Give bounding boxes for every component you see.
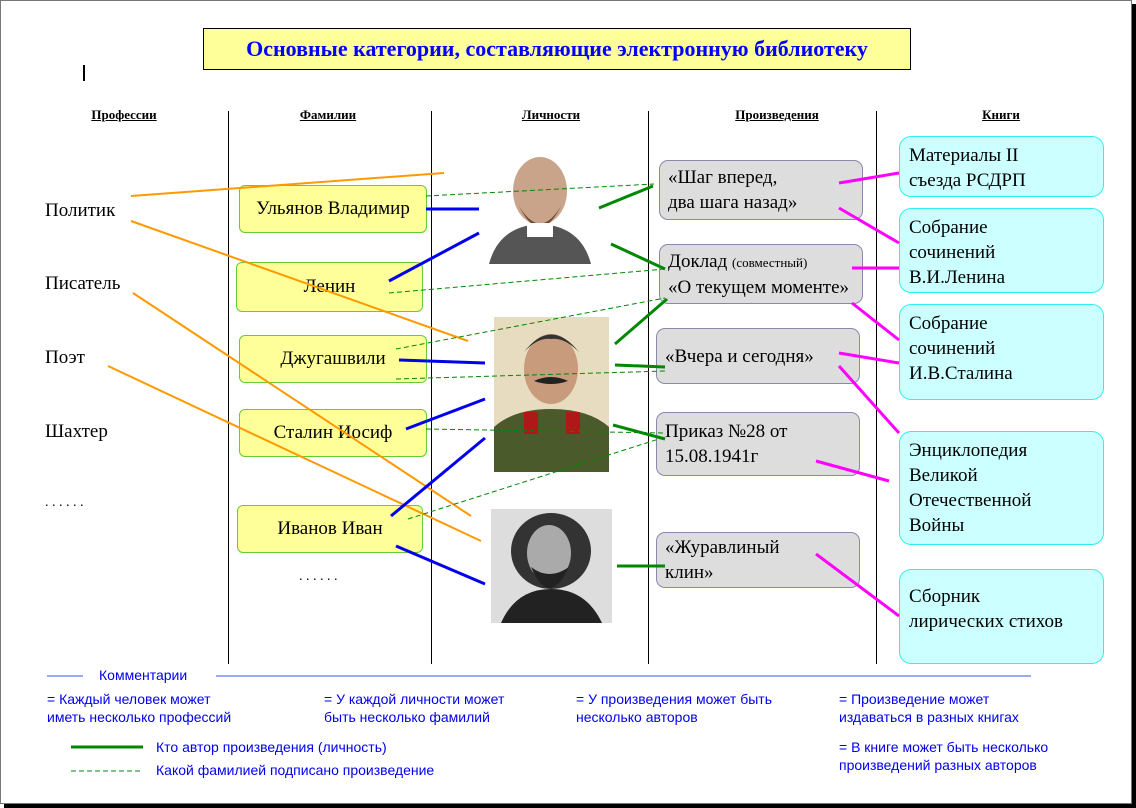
- book-title: Сборник: [909, 586, 981, 607]
- comments-heading: Комментарии: [99, 667, 188, 683]
- book-title: сочинений: [909, 338, 996, 359]
- profession-item[interactable]: Поэт: [45, 347, 85, 368]
- author-link: [610, 242, 666, 271]
- book-title: лирических стихов: [909, 611, 1064, 632]
- work-title: Доклад: [668, 250, 728, 272]
- column-divider: [648, 111, 649, 664]
- work-title: «Журавлиный: [665, 537, 780, 558]
- header-books: Книги: [982, 107, 1020, 122]
- page-title: Основные категории, составляющие электро…: [203, 28, 911, 70]
- header-persons: Личности: [521, 107, 581, 122]
- work-box[interactable]: «Вчера и сегодня»: [656, 328, 860, 384]
- work-box[interactable]: «Журавлиный клин»: [656, 532, 860, 588]
- work-title: «Шаг вперед,: [668, 167, 778, 188]
- profession-item[interactable]: Писатель: [45, 273, 121, 294]
- work-title: «О текущем моменте»: [668, 276, 850, 298]
- legend-surname-label: Какой фамилией подписано произведение: [156, 762, 435, 778]
- author-link: [598, 184, 654, 210]
- column-divider: [876, 111, 877, 664]
- book-title: Великой: [909, 465, 978, 486]
- book-box[interactable]: Сборник лирических стихов: [899, 569, 1104, 664]
- book-title: Материалы II: [909, 145, 1019, 166]
- book-title: Отечественной: [909, 490, 1032, 511]
- legend-author-label: Кто автор произведения (личность): [156, 739, 387, 755]
- book-title: И.В.Сталина: [909, 363, 1013, 384]
- writer-portrait[interactable]: [491, 509, 612, 623]
- header-works: Произведения: [735, 107, 819, 122]
- work-title: два шага назад»: [668, 192, 798, 213]
- work-box[interactable]: «Шаг вперед, два шага назад»: [659, 160, 863, 220]
- book-title: Войны: [909, 515, 965, 536]
- column-divider: [228, 111, 229, 664]
- work-title: «Вчера и сегодня»: [665, 345, 814, 367]
- book-title: Собрание: [909, 217, 988, 238]
- surname-box[interactable]: Джугашвили: [239, 335, 427, 383]
- text-cursor: [83, 65, 85, 81]
- work-box[interactable]: Доклад (совместный) «О текущем моменте»: [659, 244, 863, 304]
- column-divider: [431, 111, 432, 664]
- header-professions: Профессии: [91, 107, 157, 122]
- work-title: Приказ №28 от: [665, 421, 788, 442]
- header-surnames: Фамилии: [299, 107, 357, 122]
- surname-more: . . . . . .: [299, 569, 338, 584]
- book-title: сочинений: [909, 242, 996, 263]
- work-note: (совместный): [732, 254, 808, 270]
- profession-item[interactable]: Политик: [45, 200, 116, 221]
- work-box[interactable]: Приказ №28 от 15.08.1941г: [656, 412, 860, 476]
- book-title: съезда РСДРП: [909, 170, 1026, 191]
- work-title: 15.08.1941г: [665, 446, 759, 467]
- work-title: клин»: [665, 562, 714, 583]
- surname-box[interactable]: Ульянов Владимир: [239, 185, 427, 233]
- book-title: Собрание: [909, 313, 988, 334]
- surname-box[interactable]: Ленин: [236, 262, 423, 312]
- book-box[interactable]: Материалы II съезда РСДРП: [899, 136, 1104, 197]
- surname-box[interactable]: Сталин Иосиф: [239, 409, 427, 457]
- surname-box[interactable]: Иванов Иван: [237, 505, 423, 553]
- profession-link: [132, 292, 472, 517]
- stalin-portrait[interactable]: [494, 317, 609, 472]
- profession-item[interactable]: Шахтер: [45, 421, 108, 442]
- book-title: Энциклопедия: [909, 440, 1028, 461]
- lenin-portrait[interactable]: [479, 146, 601, 264]
- book-title: В.И.Ленина: [909, 267, 1006, 288]
- profession-more: . . . . . .: [45, 495, 84, 510]
